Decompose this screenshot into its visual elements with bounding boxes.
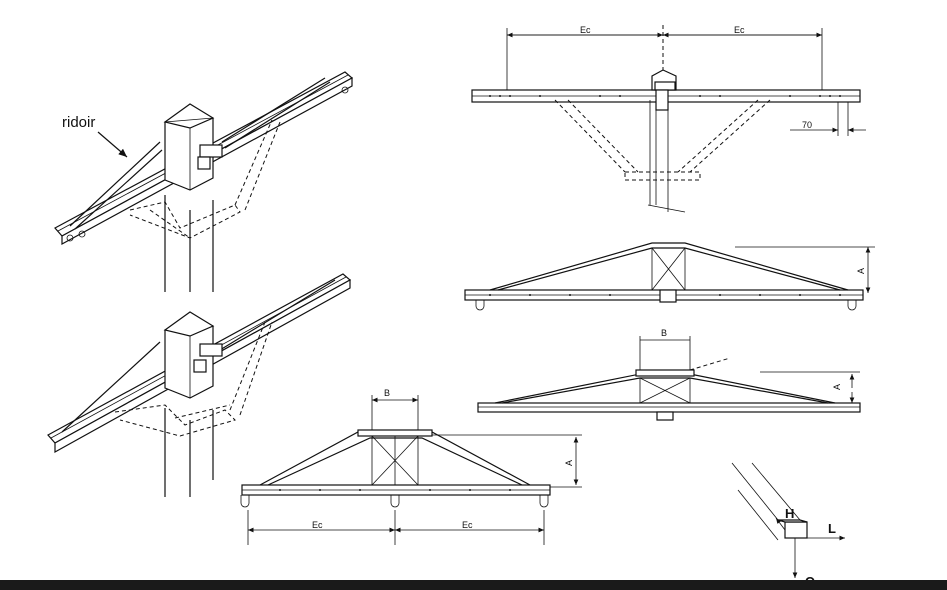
front-view-peaked-arm (464, 242, 875, 311)
ec-label-top-left: Ec (580, 25, 591, 35)
a-label-bottom: A (564, 460, 574, 466)
front-view-bottom-truss (240, 395, 582, 545)
perspective-view-bottom (47, 273, 352, 497)
a-label-right-bottom: A (832, 384, 842, 390)
axis-key (731, 462, 845, 578)
bottom-bar (0, 580, 947, 590)
b-label-bottom: B (384, 388, 390, 398)
bolt-dots-top (489, 95, 841, 97)
ec-label-bottom-right: Ec (462, 520, 473, 530)
a-label-right-top: A (856, 268, 866, 274)
front-view-strut-arm (471, 25, 866, 213)
perspective-view-top (54, 71, 354, 292)
ec-label-bottom-left: Ec (312, 520, 323, 530)
ridoir-arrow (97, 131, 128, 158)
ec-label-top-right: Ec (734, 25, 745, 35)
b-label-right: B (661, 328, 667, 338)
axis-l-label: L (828, 521, 836, 536)
dim-70-label: 70 (802, 120, 812, 130)
axis-h-label: H (785, 506, 794, 521)
front-view-flat-truss (477, 336, 861, 421)
ridoir-label: ridoir (62, 114, 95, 131)
